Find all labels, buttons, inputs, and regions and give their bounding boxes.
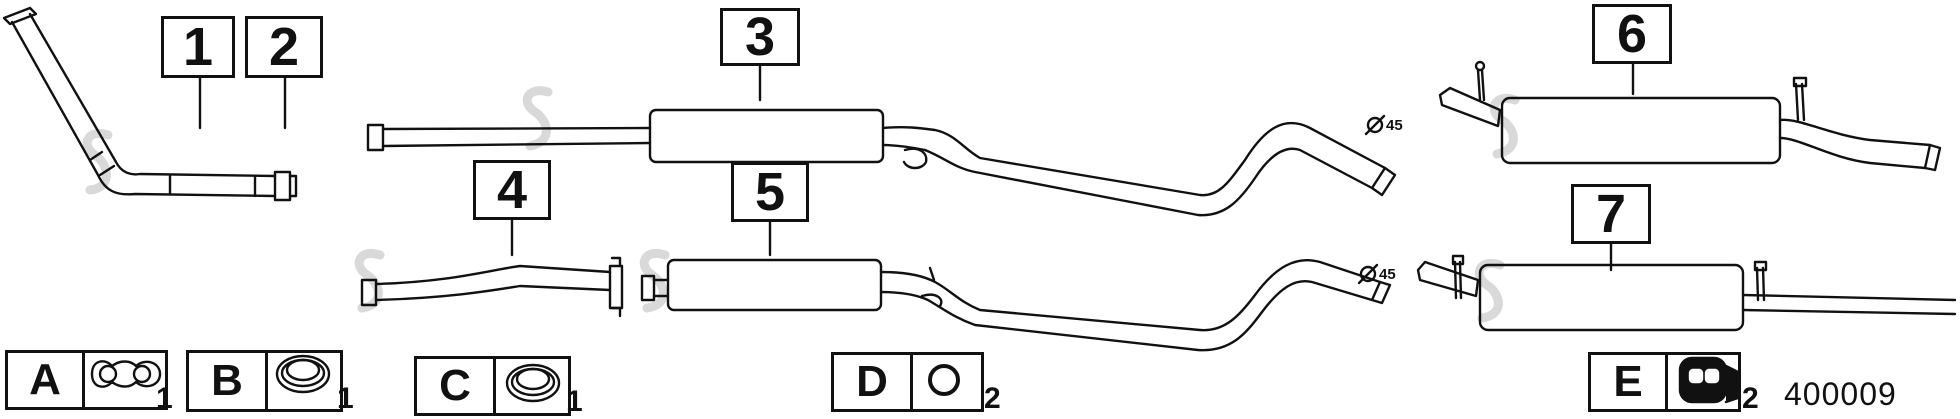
diameter-label-part-5: 45 bbox=[1379, 266, 1396, 283]
callout-part-5[interactable]: 5 bbox=[731, 162, 809, 222]
kit-d-quantity: 2 bbox=[984, 382, 1001, 415]
double-flange-gasket-icon bbox=[90, 360, 162, 388]
rubber-hanger-icon bbox=[1678, 356, 1740, 404]
kit-c-icon-frame[interactable] bbox=[493, 356, 571, 416]
rear-muffler-part-6 bbox=[1438, 60, 1942, 172]
diameter-symbol-part-3 bbox=[1364, 114, 1386, 136]
kit-e-icon-frame[interactable] bbox=[1665, 352, 1741, 412]
kit-b-quantity: 1 bbox=[337, 382, 354, 415]
kit-d-letter[interactable]: D bbox=[831, 352, 913, 412]
diagram-code: 400009 bbox=[1784, 376, 1897, 412]
callout-part-3[interactable]: 3 bbox=[720, 7, 800, 67]
center-pipe-part-3 bbox=[366, 108, 1397, 217]
kit-b-icon-frame[interactable] bbox=[265, 350, 343, 412]
sealing-ring-icon bbox=[275, 354, 331, 394]
center-pipe-part-5 bbox=[640, 258, 1392, 352]
front-pipe-part-1-2 bbox=[2, 6, 298, 202]
o-ring-icon bbox=[928, 364, 960, 396]
kit-a-icon-frame[interactable] bbox=[82, 350, 168, 410]
callout-part-7[interactable]: 7 bbox=[1571, 184, 1651, 244]
kit-e-letter[interactable]: E bbox=[1588, 352, 1668, 412]
kit-a-quantity: 1 bbox=[156, 382, 173, 415]
sealing-ring-icon bbox=[505, 363, 561, 403]
callout-part-6[interactable]: 6 bbox=[1592, 4, 1672, 64]
kit-a-letter[interactable]: A bbox=[5, 350, 85, 410]
kit-e-quantity: 2 bbox=[1742, 382, 1759, 415]
diameter-label-part-3: 45 bbox=[1386, 117, 1403, 134]
callout-part-4[interactable]: 4 bbox=[473, 160, 551, 220]
diameter-symbol-part-5 bbox=[1357, 263, 1379, 285]
kit-d-icon-frame[interactable] bbox=[910, 352, 984, 412]
callout-part-1[interactable]: 1 bbox=[161, 16, 235, 78]
callout-part-2[interactable]: 2 bbox=[245, 16, 323, 78]
intermediate-pipe-part-4 bbox=[360, 256, 624, 318]
kit-c-letter[interactable]: C bbox=[414, 356, 496, 416]
callout-leader-lines bbox=[198, 61, 1635, 272]
kit-b-letter[interactable]: B bbox=[186, 350, 268, 412]
kit-c-quantity: 1 bbox=[566, 385, 583, 418]
